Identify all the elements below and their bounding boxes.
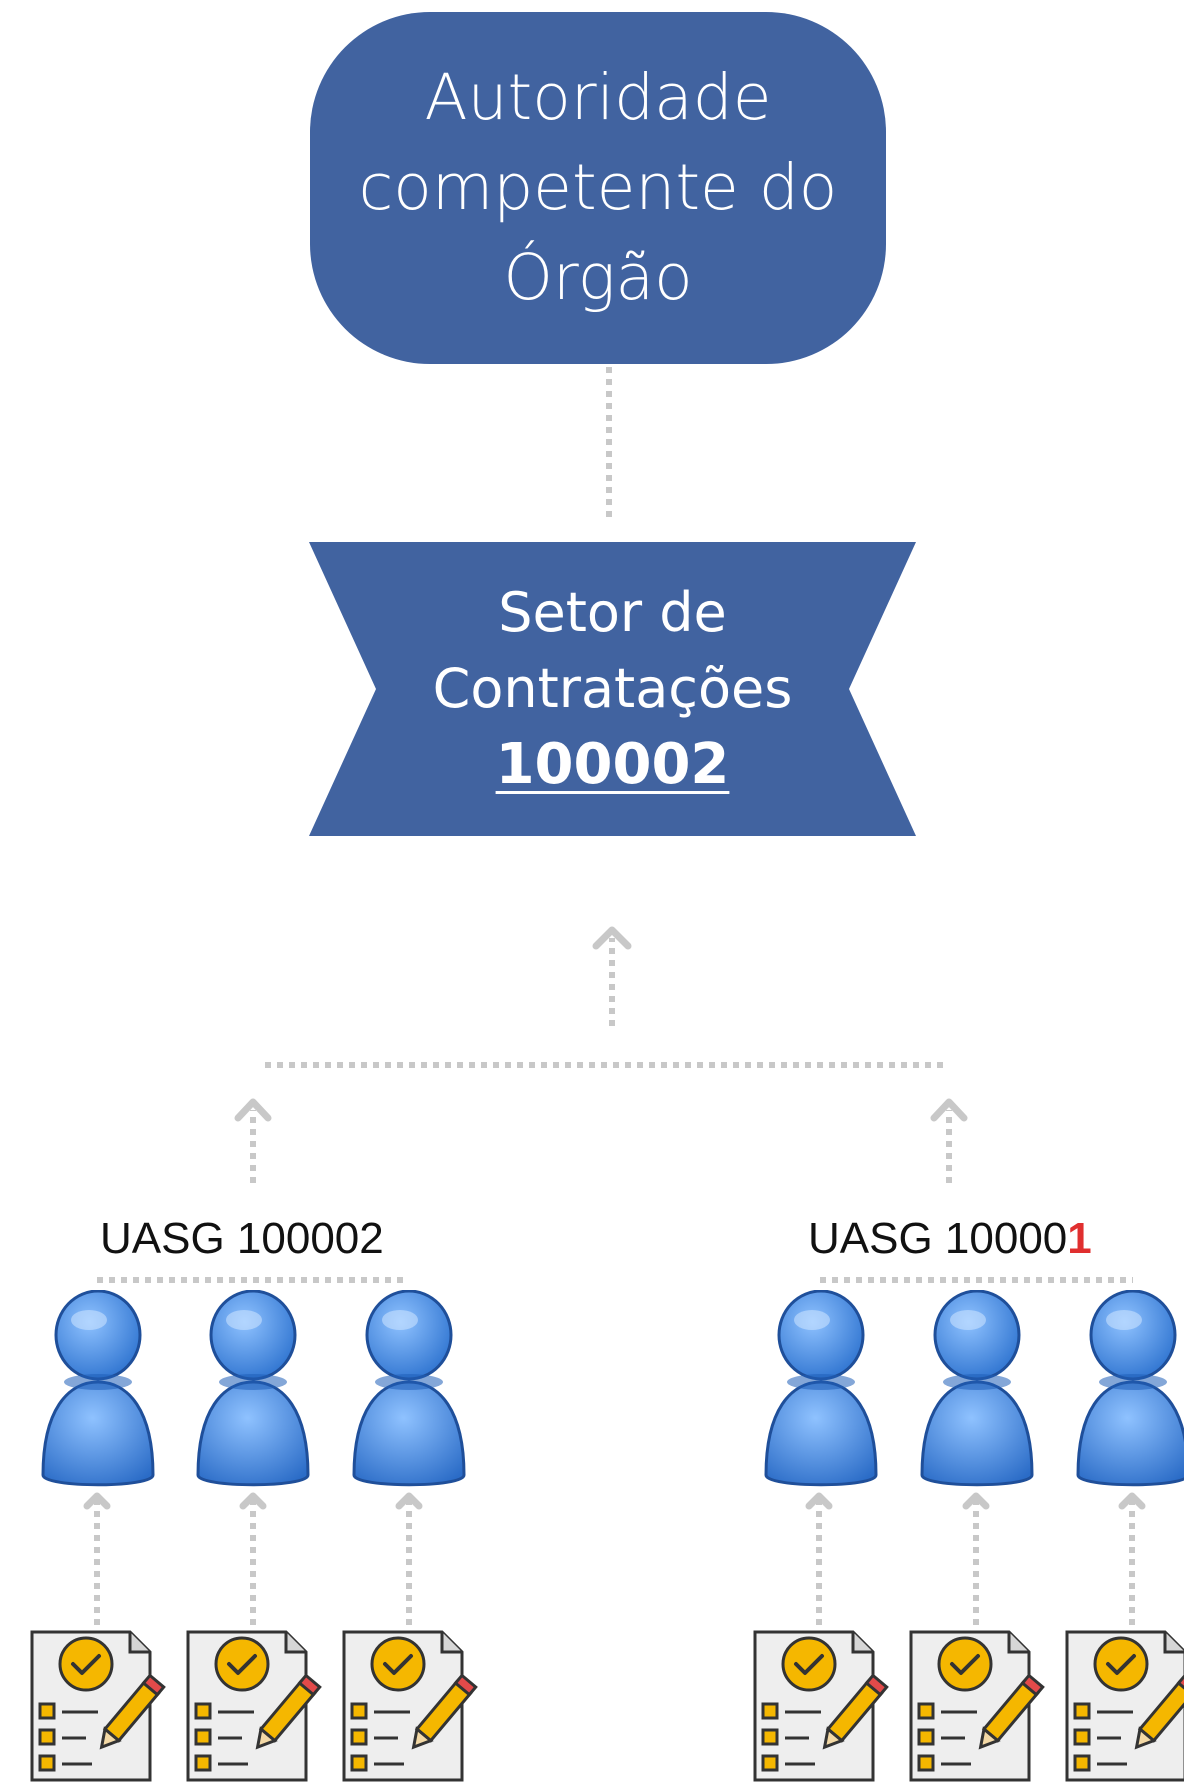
arrow-up-icon [395, 1492, 423, 1510]
arrow-up-icon [592, 926, 632, 950]
banner-line-2: Contratações [432, 657, 793, 720]
person-icon [196, 1290, 310, 1487]
arrow-up-icon [239, 1492, 267, 1510]
checklist-document-icon [30, 1630, 166, 1782]
arrow-up-icon [805, 1492, 833, 1510]
procurement-sector-banner: Setor de Contratações 100002 [309, 542, 916, 836]
banner-line-1: Setor de [498, 581, 727, 644]
person-icon [920, 1290, 1034, 1487]
arrow-up-icon [1118, 1492, 1146, 1510]
group-label-left: UASG 100002 [100, 1214, 384, 1264]
checklist-document-icon [909, 1630, 1045, 1782]
checklist-document-icon [186, 1630, 322, 1782]
authority-box: Autoridade competente do Órgão [310, 12, 886, 364]
group-label-right-text: UASG 10000 [808, 1214, 1068, 1263]
checklist-document-icon [342, 1630, 478, 1782]
arrow-up-icon [962, 1492, 990, 1510]
arrow-up-icon [83, 1492, 111, 1510]
checklist-document-icon [1065, 1630, 1184, 1782]
arrow-up-icon [930, 1098, 968, 1122]
person-icon [352, 1290, 466, 1487]
arrow-up-icon [234, 1098, 272, 1122]
person-icon [41, 1290, 155, 1487]
group-label-left-text: UASG 100002 [100, 1214, 384, 1263]
checklist-document-icon [753, 1630, 889, 1782]
authority-title: Autoridade competente do Órgão [358, 61, 838, 314]
banner-code: 100002 [495, 732, 730, 797]
group-label-right: UASG 100001 [808, 1214, 1092, 1264]
banner-text: Setor de Contratações 100002 [309, 542, 916, 836]
group-label-right-accent: 1 [1067, 1214, 1092, 1263]
banner-shape [309, 542, 916, 836]
person-icon [1076, 1290, 1184, 1487]
person-icon [764, 1290, 878, 1487]
